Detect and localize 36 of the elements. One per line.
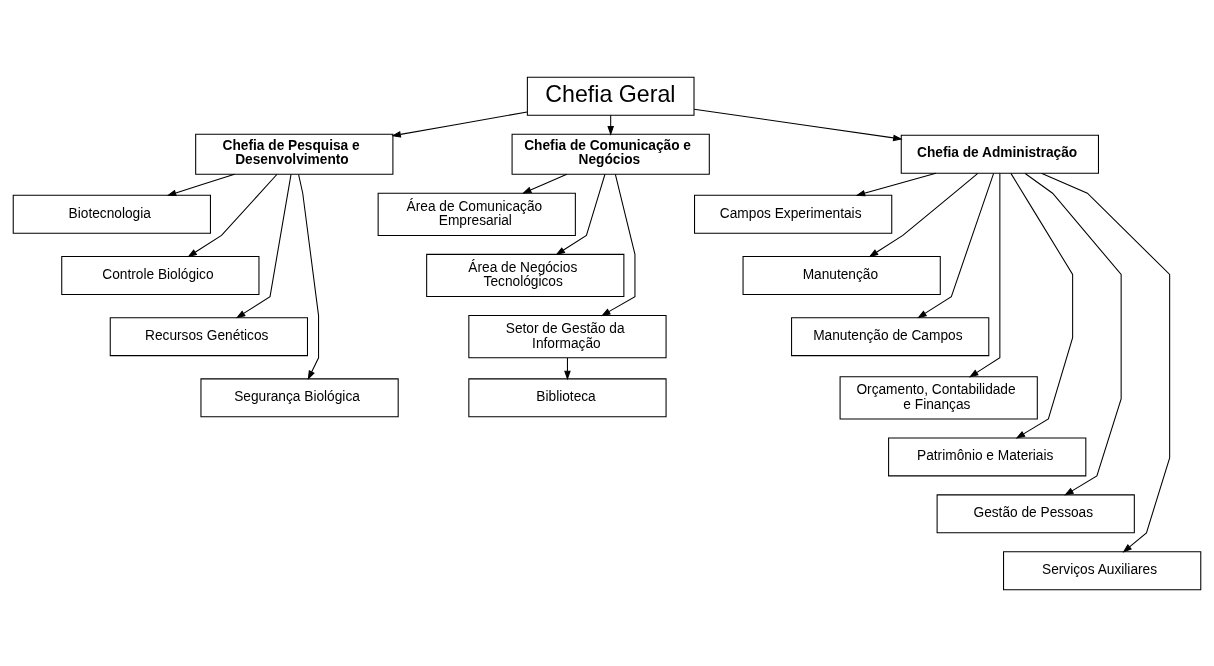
arrow — [166, 173, 236, 196]
node-box: Serviços Auxiliares — [1003, 550, 1202, 590]
arrow — [969, 172, 1001, 377]
node-box: Chefia de Pesquisa e Desenvolvimento — [195, 133, 394, 175]
arrow — [555, 173, 606, 255]
arrow — [564, 357, 571, 380]
node-box: Área de Comunicação Empresarial — [377, 192, 576, 236]
arrow — [235, 173, 292, 318]
node-box: Manutenção de Campos — [791, 316, 990, 356]
node-box: Setor de Gestão da Informação — [468, 314, 667, 358]
arrow — [607, 114, 615, 136]
arrow — [855, 172, 937, 196]
arrow — [917, 172, 995, 318]
node-box: Recursos Genéticos — [109, 316, 308, 356]
node-box: Biblioteca — [468, 377, 667, 417]
node-box: Campos Experimentais — [694, 194, 893, 234]
node-box: Área de Negócios Tecnológicos — [426, 253, 625, 297]
arrow — [1024, 172, 1122, 496]
node-box: Gestão de Pessoas — [936, 493, 1135, 533]
arrow — [693, 108, 903, 141]
arrow — [601, 173, 636, 316]
arrow — [868, 172, 979, 257]
arrow — [187, 173, 278, 257]
node-box: Patrimônio e Materiais — [888, 436, 1087, 476]
arrow — [298, 173, 320, 380]
node-box: Manutenção — [742, 255, 941, 295]
node-box: Orçamento, Contabilidade e Finanças — [839, 375, 1038, 419]
node-box: Chefia Geral — [526, 76, 695, 116]
arrow — [1010, 172, 1074, 439]
node-box: Biotecnologia — [12, 194, 211, 234]
node-box: Chefia de Comunicação e Negócios — [511, 133, 710, 175]
node-box: Chefia de Administração — [900, 134, 1099, 174]
node-box: Controle Biológico — [61, 255, 260, 295]
arrow — [1041, 172, 1171, 553]
arrow — [391, 111, 528, 138]
node-box: Segurança Biológica — [200, 377, 399, 417]
